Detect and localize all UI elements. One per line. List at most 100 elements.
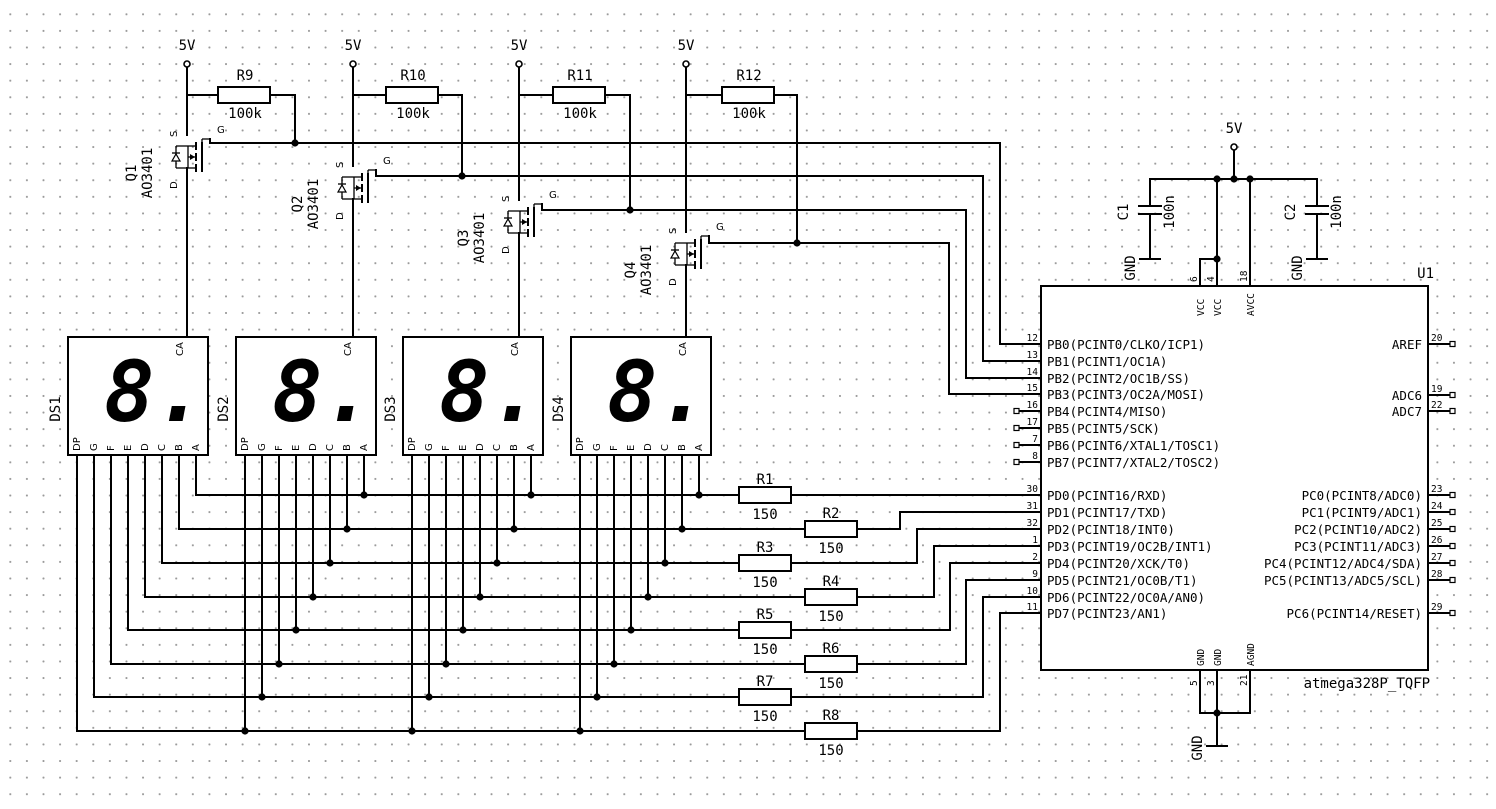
mcu-ref: U1: [1417, 266, 1434, 282]
capacitor-value: 100n: [1329, 195, 1345, 229]
resistor-body: [217, 86, 271, 104]
mcu-pin-name: AVCC: [1246, 293, 1257, 316]
mcu-pin-name: AGND: [1246, 643, 1257, 666]
segment-pin-label: A: [694, 444, 705, 451]
supply-5v-1-label: 5V: [179, 38, 196, 54]
segment-pin-label: DP: [575, 437, 586, 451]
segment-pin-label: B: [174, 444, 185, 451]
display-ca-label: CA: [678, 342, 689, 356]
display-digit: 8.: [439, 343, 540, 441]
display-body: [235, 336, 377, 456]
mosfet-source-label: S: [668, 228, 679, 234]
wire: [437, 94, 463, 177]
mosfet-arrow: [190, 154, 195, 160]
wires: [76, 66, 1453, 747]
supply-5v-4-label: 5V: [678, 38, 695, 54]
wire: [269, 94, 296, 144]
mcu-pin-name: GND: [1196, 649, 1207, 666]
segment-pin-label: E: [291, 445, 302, 451]
segment-resistor-ref: R3: [757, 540, 774, 556]
pullup-ref: R12: [736, 68, 761, 84]
mcu-pin-number: 26: [1431, 535, 1443, 546]
capacitor-ref: C2: [1283, 204, 1299, 221]
mosfet-value: AO3401: [306, 179, 322, 230]
pullup-ref: R11: [567, 68, 592, 84]
mcu-pin-name: PC4(PCINT12/ADC4/SDA): [1264, 556, 1422, 571]
mosfet-q2: [336, 169, 376, 203]
mcu-pin-name: PD4(PCINT20/XCK/T0): [1047, 556, 1190, 571]
wire: [856, 511, 1042, 530]
no-connect-pin: [1449, 609, 1456, 617]
ground-label: GND: [1190, 735, 1206, 760]
mcu-pin-number: 7: [1032, 434, 1038, 445]
no-connect-pin: [1449, 525, 1456, 533]
display-ca-label: CA: [343, 342, 354, 356]
mcu-pin-name: AREF: [1392, 337, 1422, 352]
display-ds4: [570, 336, 712, 456]
mosfet-gate-label: G: [549, 190, 557, 201]
mcu-pin-number: 8: [1032, 451, 1038, 462]
segment-pin-label: C: [157, 444, 168, 451]
pullup-value: 100k: [228, 106, 262, 122]
segment-pin-label: E: [626, 445, 637, 451]
display-ref: DS4: [551, 396, 567, 421]
mosfet-gate-label: G: [217, 125, 225, 136]
segment-resistor-ref: R1: [757, 472, 774, 488]
junction-dot: [1230, 175, 1238, 183]
mcu-pin-number: 9: [1032, 569, 1038, 580]
diode-symbol: [336, 183, 348, 193]
no-connect-pin: [1449, 559, 1456, 567]
mcu-pin-name: PD6(PCINT22/OC0A/AN0): [1047, 590, 1205, 605]
mcu-pin-number: 5: [1189, 680, 1200, 686]
mcu-part: atmega328P_TQFP: [1304, 676, 1430, 692]
mcu-pin-name: PD5(PCINT21/OC0B/T1): [1047, 573, 1198, 588]
wire: [1199, 258, 1218, 287]
resistor-body: [721, 86, 775, 104]
segment-pin-label: C: [492, 444, 503, 451]
ground-label: GND: [1290, 255, 1306, 280]
no-connect-pin: [1013, 458, 1020, 466]
mcu-pin-number: 1: [1032, 535, 1038, 546]
mcu-pin-number: 2: [1032, 552, 1038, 563]
resistor-body: [738, 486, 792, 504]
mcu-pin-number: 4: [1206, 276, 1217, 282]
mcu-pin-name: PB5(PCINT5/SCK): [1047, 421, 1160, 436]
mcu-pin-name: PD0(PCINT16/RXD): [1047, 488, 1167, 503]
display-body: [570, 336, 712, 456]
junction-dot: [1213, 175, 1221, 183]
no-connect-pin: [1449, 407, 1456, 415]
mcu-pin-number: 24: [1431, 501, 1443, 512]
segment-resistor-ref: R7: [757, 674, 774, 690]
segment-pin-label: C: [325, 444, 336, 451]
mosfet-q4: [669, 235, 709, 269]
diode-symbol: [170, 152, 182, 162]
wire: [541, 209, 1042, 379]
mcu-pin-number: 16: [1027, 400, 1039, 411]
mcu-pin-number: 25: [1431, 518, 1442, 529]
segment-pin-label: A: [359, 444, 370, 451]
display-ref: DS2: [216, 396, 232, 421]
wire: [790, 562, 1042, 631]
mosfet-ref: Q3: [456, 230, 472, 247]
segment-resistor-value: 150: [752, 507, 777, 523]
segment-pin-label: DP: [72, 437, 83, 451]
mcu-pin-number: 27: [1431, 552, 1442, 563]
display-ds2: [235, 336, 377, 456]
segment-pin-label: DP: [407, 437, 418, 451]
wire: [856, 545, 1042, 598]
diode-symbol: [669, 249, 681, 259]
mcu-pin-name: PD2(PCINT18/INT0): [1047, 522, 1175, 537]
junction-dot: [1213, 255, 1221, 263]
mcu-pin-name: PD1(PCINT17/TXD): [1047, 505, 1167, 520]
segment-pin-label: F: [441, 445, 452, 451]
mosfet-arrow: [689, 251, 694, 257]
mosfet-drain-label: D: [335, 212, 346, 220]
segment-pin-label: G: [89, 443, 100, 451]
supply-5v-mcu-label: 5V: [1226, 121, 1243, 137]
no-connect-pin: [1013, 407, 1020, 415]
segment-pin-label: D: [643, 443, 654, 451]
ground-label: GND: [1123, 255, 1139, 280]
display-ref: DS1: [48, 396, 64, 421]
segment-pin-label: B: [509, 444, 520, 451]
supply-5v-3-label: 5V: [511, 38, 528, 54]
